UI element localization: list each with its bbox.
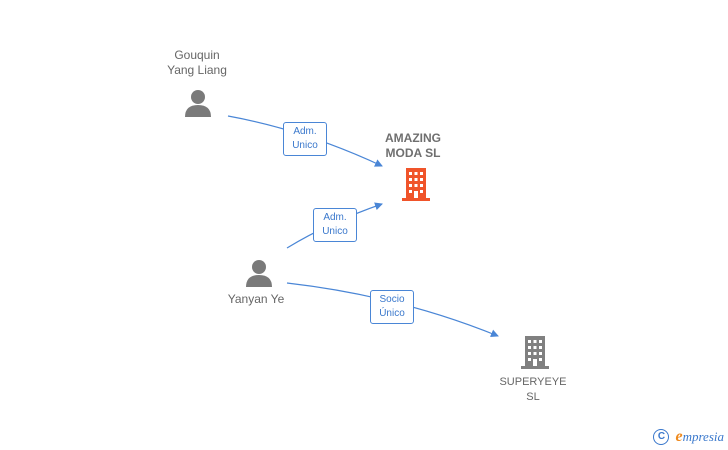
node-label-line1: Gouquin — [174, 48, 220, 62]
node-label-line1: AMAZING — [385, 131, 441, 145]
edge-label-line2: Único — [379, 308, 405, 319]
edge-label-line1: Socio — [379, 294, 405, 305]
node-label-amazing[interactable]: AMAZING MODA SL — [368, 131, 458, 161]
building-icon[interactable] — [399, 166, 433, 202]
edge-label-adm-unico[interactable]: Adm. Unico — [313, 208, 357, 242]
node-label-line1: Yanyan Ye — [227, 292, 285, 306]
edge-label-line1: Adm. — [293, 126, 317, 137]
node-label-gouquin[interactable]: Gouquin Yang Liang — [152, 48, 242, 78]
node-label-line2: MODA SL — [385, 146, 441, 160]
node-label-superyeye[interactable]: SUPERYEYE SL — [488, 375, 578, 405]
edge-label-line2: Unico — [322, 226, 348, 237]
brand-logo[interactable]: empresia — [675, 428, 724, 446]
node-label-line1: SUPERYEYE — [499, 376, 567, 388]
person-icon[interactable] — [244, 258, 274, 288]
copyright-brand: C empresia — [653, 428, 724, 446]
edge-label-adm-unico[interactable]: Adm. Unico — [283, 122, 327, 156]
person-icon[interactable] — [183, 88, 213, 118]
edge-label-socio-unico[interactable]: Socio Único — [370, 290, 414, 324]
brand-initial: e — [675, 428, 683, 445]
node-label-yanyan[interactable]: Yanyan Ye — [211, 292, 301, 307]
edge-label-line2: Unico — [292, 140, 318, 151]
copyright-icon: C — [653, 429, 670, 445]
building-icon[interactable] — [518, 334, 552, 370]
edge-label-line1: Adm. — [323, 212, 347, 223]
brand-rest: mpresia — [682, 429, 724, 444]
node-label-line2: SL — [526, 391, 540, 403]
node-label-line2: Yang Liang — [167, 63, 227, 77]
